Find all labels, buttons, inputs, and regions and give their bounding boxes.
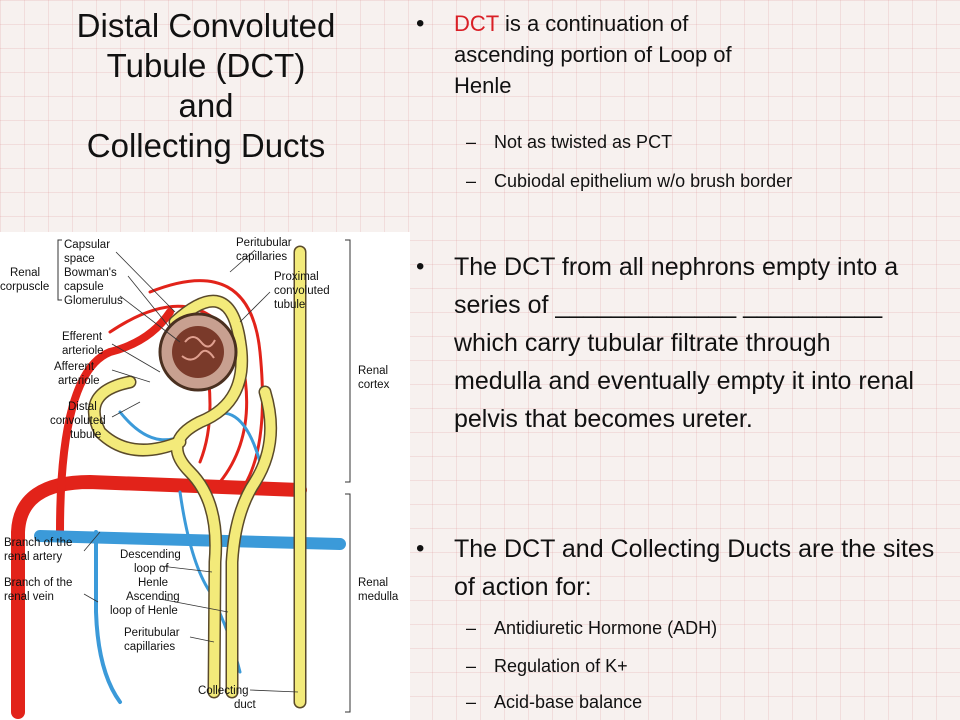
sub-dash: – (466, 618, 477, 638)
label-renal-medulla: medulla (358, 591, 399, 603)
bullet-text: The DCT from all nephrons empty into a s… (454, 253, 914, 433)
label-distal-tubule: Distal (68, 401, 97, 413)
glomerulus (172, 326, 224, 378)
sub-bullet-text: Not as twisted as PCT (494, 132, 673, 152)
label-collecting-duct: duct (234, 699, 257, 711)
sub-dash: – (466, 656, 477, 676)
dct-highlight: DCT (454, 11, 499, 36)
label-renal-corpuscle: Renal (10, 267, 40, 279)
sub-bullet: – Not as twisted as PCT (466, 130, 672, 154)
label-afferent-arteriole: arteriole (58, 375, 100, 387)
bullet-dot: • (416, 10, 425, 37)
label-collecting-duct: Collecting (198, 685, 249, 697)
label-descending-loop: Descending (120, 549, 181, 561)
sub-bullet: – Acid-base balance (466, 690, 642, 714)
bullet-dot: • (416, 253, 425, 280)
bullet-text-line2: ascending portion of Loop of (454, 42, 732, 67)
sub-dash: – (466, 171, 477, 191)
slide-title: Distal Convoluted Tubule (DCT) and Colle… (76, 7, 336, 164)
label-branch-renal-artery: Branch of the (4, 537, 72, 549)
label-renal-cortex: cortex (358, 379, 390, 391)
label-distal-tubule: convoluted (50, 415, 106, 427)
bullet-dct-continuation: • DCT is a continuation of ascending por… (416, 8, 936, 101)
sub-bullet: – Regulation of K+ (466, 654, 628, 678)
sub-bullet-text: Regulation of K+ (494, 656, 628, 676)
label-capsular-space: Capsular (64, 239, 110, 251)
label-efferent-arteriole: Efferent (62, 331, 103, 343)
label-distal-tubule: tubule (70, 429, 101, 441)
diagram-brackets (57, 239, 351, 713)
label-bowmans-capsule: Bowman's (64, 267, 117, 279)
sub-bullet: – Cubiodal epithelium w/o brush border (466, 169, 792, 193)
label-renal-corpuscle: corpuscle (0, 281, 49, 293)
label-afferent-arteriole: Afferent (54, 361, 95, 373)
label-branch-renal-vein: renal vein (4, 591, 54, 603)
label-peritubular-capillaries: capillaries (236, 251, 287, 263)
label-renal-cortex: Renal (358, 365, 388, 377)
bullet-text: DCT is a continuation of ascending porti… (454, 8, 936, 101)
label-capsular-space: space (64, 253, 95, 265)
label-peritubular-capillaries-lower: capillaries (124, 641, 175, 653)
label-bowmans-capsule: capsule (64, 281, 104, 293)
label-ascending-loop: Ascending (126, 591, 180, 603)
nephron-diagram: Capsular space Bowman's capsule Glomerul… (0, 232, 410, 720)
label-peritubular-capillaries: Peritubular (236, 237, 292, 249)
label-proximal-tubule: convoluted (274, 285, 330, 297)
sub-bullet-text: Cubiodal epithelium w/o brush border (494, 171, 793, 191)
sub-dash: – (466, 692, 477, 712)
label-descending-loop: loop of (134, 563, 169, 575)
bullet-text-line3: Henle (454, 73, 512, 98)
bullet-text: The DCT and Collecting Ducts are the sit… (454, 535, 935, 601)
sub-bullet: – Antidiuretic Hormone (ADH) (466, 616, 717, 640)
tubules-fill (89, 247, 305, 707)
label-proximal-tubule: tubule (274, 299, 305, 311)
bullet-dot: • (416, 535, 425, 562)
sub-bullet-text: Antidiuretic Hormone (ADH) (494, 618, 718, 638)
label-peritubular-capillaries-lower: Peritubular (124, 627, 180, 639)
sub-bullet-text: Acid-base balance (494, 692, 643, 712)
leader-lines (83, 249, 299, 693)
label-ascending-loop: loop of Henle (110, 605, 178, 617)
label-descending-loop: Henle (138, 577, 168, 589)
label-renal-medulla: Renal (358, 577, 388, 589)
label-branch-renal-artery: renal artery (4, 551, 62, 563)
label-branch-renal-vein: Branch of the (4, 577, 72, 589)
sub-dash: – (466, 132, 477, 152)
label-glomerulus: Glomerulus (64, 295, 123, 307)
bullet-sites-of-action: • The DCT and Collecting Ducts are the s… (416, 530, 936, 606)
bullet-text-line1: is a continuation of (498, 11, 689, 36)
label-proximal-tubule: Proximal (274, 271, 319, 283)
label-efferent-arteriole: arteriole (62, 345, 104, 357)
bullet-dct-collecting: • The DCT from all nephrons empty into a… (416, 248, 916, 438)
